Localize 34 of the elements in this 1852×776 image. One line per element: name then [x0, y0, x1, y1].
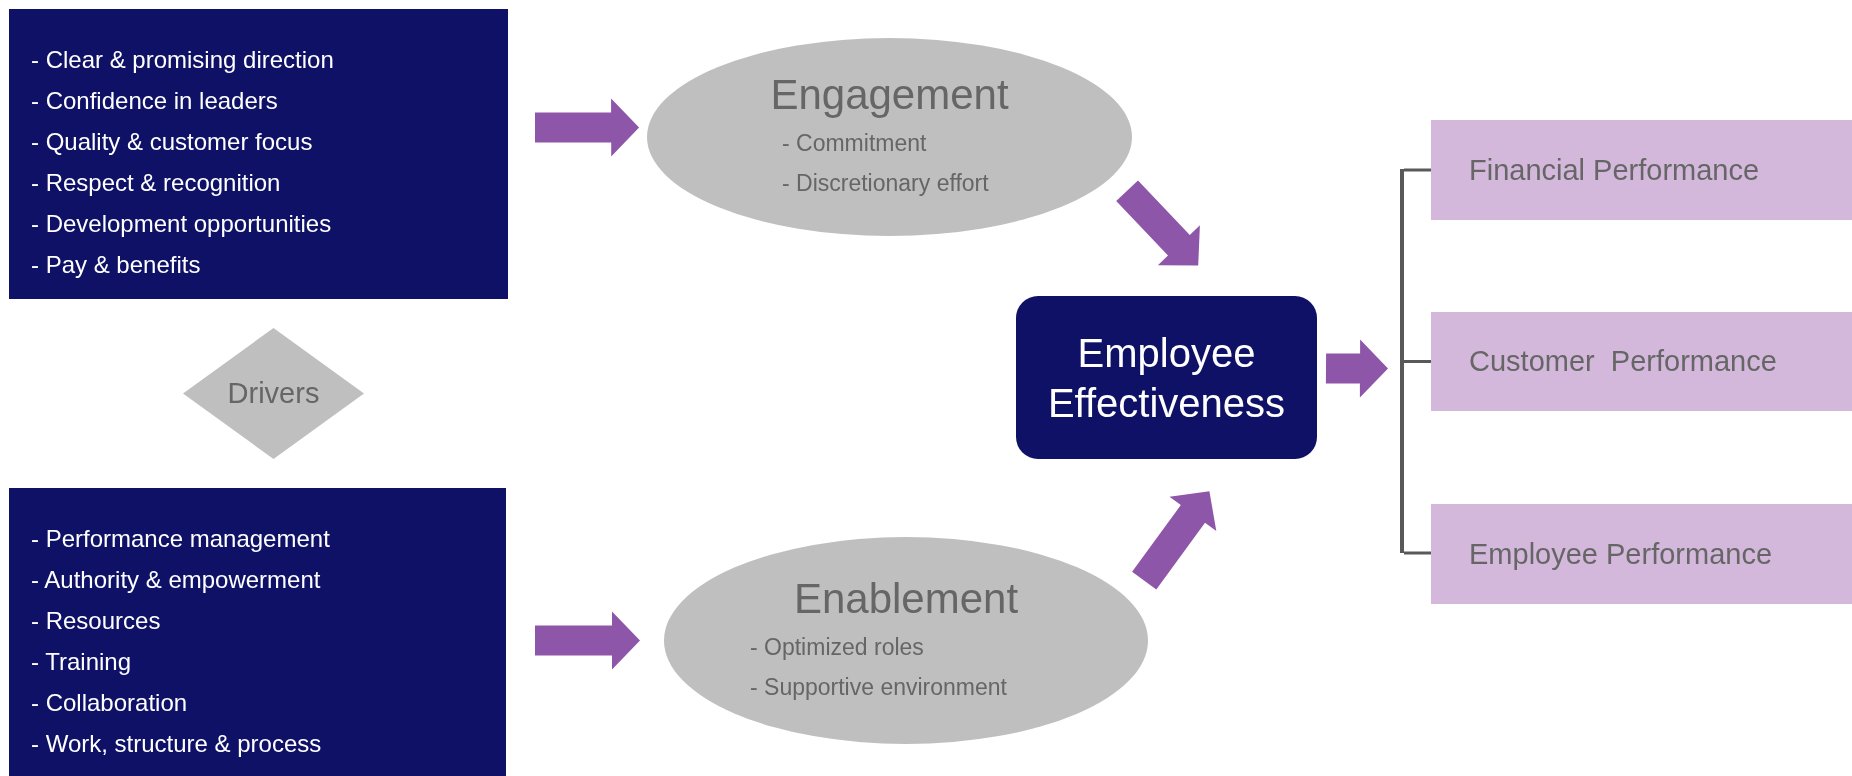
- list-item: - Quality & customer focus: [31, 127, 314, 157]
- block-arrow: [1116, 180, 1200, 266]
- list-item: - Commitment: [782, 129, 927, 158]
- performance-box: Employee Performance: [1431, 504, 1852, 604]
- ellipse-title: Enablement: [793, 574, 1019, 623]
- ellipse-title: Engagement: [770, 71, 1009, 119]
- diamond-label: Drivers: [227, 377, 320, 410]
- list-item: - Performance management: [31, 524, 331, 554]
- list-item: - Work, structure & process: [31, 729, 323, 759]
- block-arrow: [535, 611, 640, 670]
- list-item: - Clear & promising direction: [31, 45, 335, 75]
- list-item: - Development opportunities: [31, 209, 333, 239]
- block-arrow: [1325, 339, 1388, 398]
- effectiveness-box: Employee Effectiveness: [1016, 296, 1317, 459]
- list-item: - Authority & empowerment: [31, 565, 322, 595]
- list-item: - Resources: [31, 606, 162, 636]
- list-item: - Training: [31, 647, 133, 677]
- bracket-bar: [1400, 169, 1404, 553]
- list-item: - Respect & recognition: [31, 168, 282, 198]
- list-item: - Confidence in leaders: [31, 86, 279, 116]
- performance-box: Financial Performance: [1431, 120, 1852, 220]
- list-item: - Discretionary effort: [782, 169, 989, 198]
- bracket-line: [1404, 168, 1431, 172]
- block-arrow: [535, 98, 640, 157]
- driver-list-box: [9, 488, 506, 776]
- list-item: - Supportive environment: [750, 672, 1007, 702]
- driver-list-box: [9, 9, 508, 299]
- list-item: - Pay & benefits: [31, 250, 202, 280]
- bracket-line: [1404, 551, 1431, 555]
- list-item: - Collaboration: [31, 688, 189, 718]
- list-item: - Optimized roles: [750, 632, 924, 662]
- block-arrow: [1132, 491, 1217, 590]
- performance-box: Customer Performance: [1431, 312, 1852, 411]
- bracket-line: [1404, 360, 1431, 363]
